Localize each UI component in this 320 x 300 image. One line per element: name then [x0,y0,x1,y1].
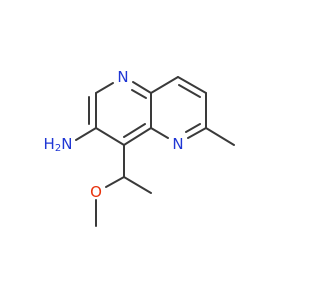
ether-oxygen: O [90,183,102,201]
bond-c6-n5 [187,127,207,139]
ring-nitrogen-top: N [117,68,128,86]
bond-c4a-c4-double [123,123,146,138]
bond-c6-methyl [205,127,235,146]
bond-n1-c8a-double [131,89,147,99]
bond-c6-n5-double [185,123,201,133]
bond-c8a-c8 [150,76,179,94]
bond-c3-amine [75,127,97,141]
bond-c4-c3 [95,127,125,146]
amine-subscript: 2 [55,143,61,154]
amine-group-label: H2N [44,135,73,154]
bond-c8-c7 [177,76,207,94]
bond-ch-o [105,176,125,188]
molecule-structure-diagram: N N H2N O [44,68,235,227]
bond-n5-c4a [150,127,169,139]
bond-layer [75,76,235,227]
atom-label-layer: N N H2N O [44,68,184,201]
amine-hydrogen: H [44,135,55,153]
ring-nitrogen-right: N [172,135,183,153]
bond-ch-ch3 [123,176,152,194]
bond-c8-c7-double [178,84,201,98]
bond-c2-n1 [95,82,114,94]
amine-nitrogen: N [61,135,72,153]
bond-c4a-c4 [123,127,152,146]
bond-n1-c8a [132,81,152,94]
